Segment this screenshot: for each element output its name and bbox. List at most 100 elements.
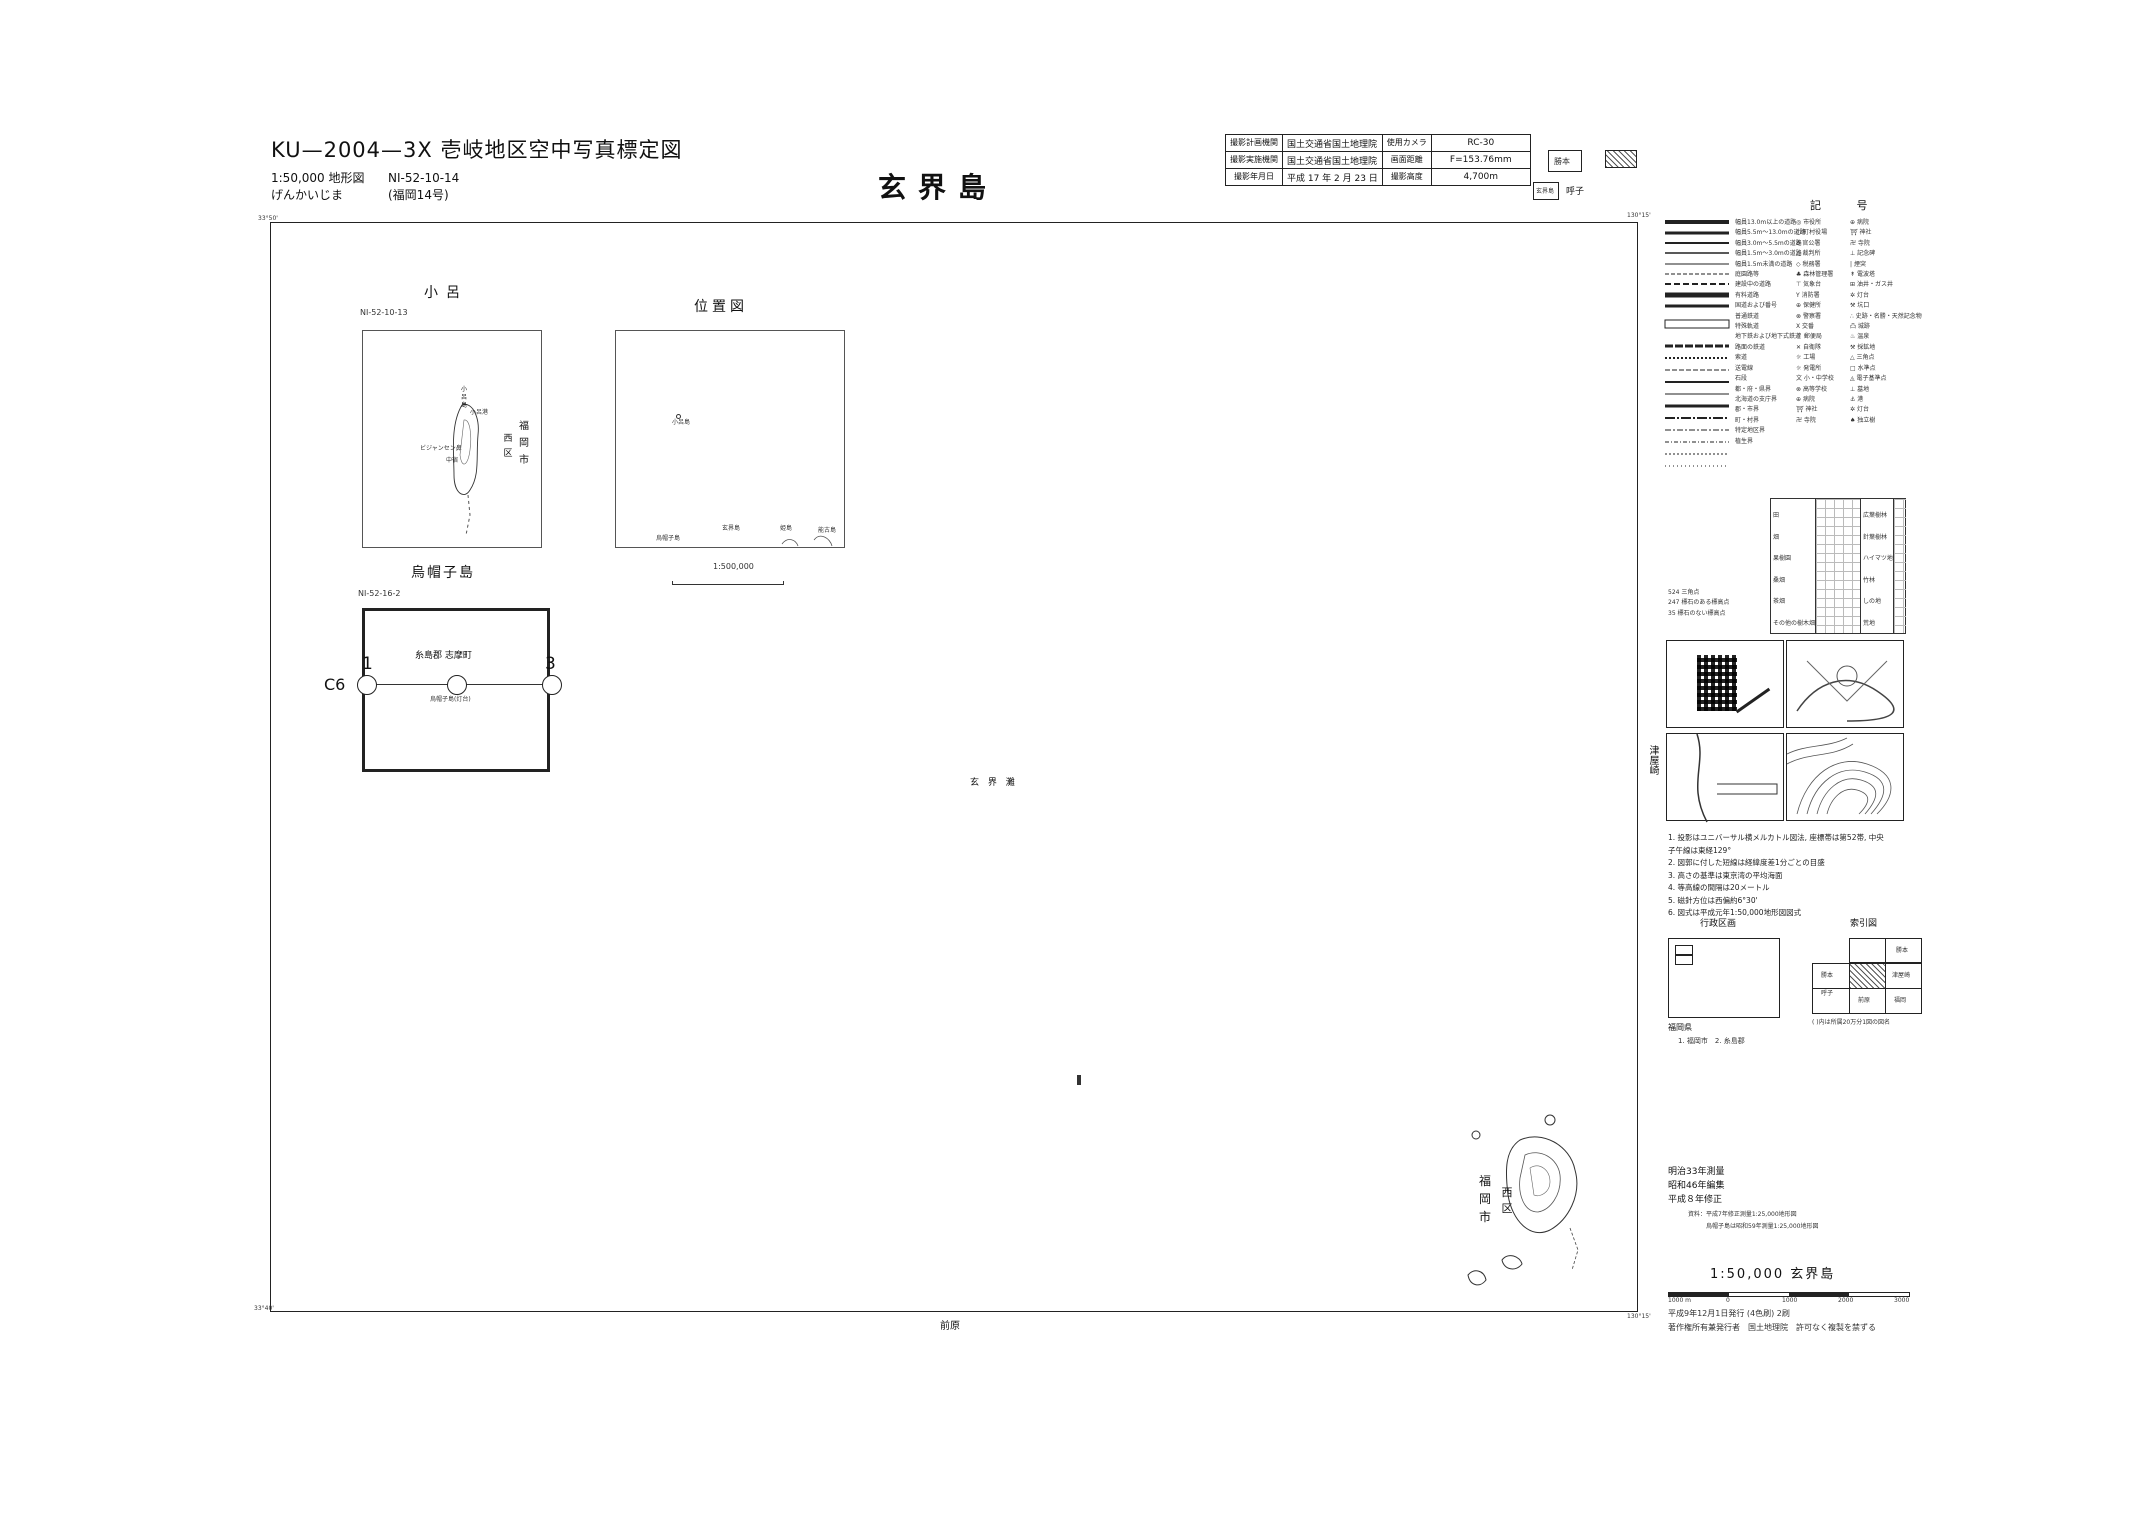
legend-item: 電波塔	[1856, 271, 1875, 279]
photo-center-2[interactable]	[447, 675, 467, 695]
legend-item: 官公署	[1802, 239, 1821, 247]
oro-code: NI-52-10-13	[360, 308, 408, 317]
legend-elevation: 524 三角点 247 標石のある標高点 35 標石のない標高点	[1668, 588, 1729, 619]
oro-char: 呂	[460, 394, 467, 401]
info-label: 画面距離	[1381, 151, 1432, 169]
photo-center-1[interactable]	[357, 675, 377, 695]
legend-item: 幅員1.5m未満の道路	[1735, 260, 1793, 268]
oro-city-label: 福 岡 市	[518, 418, 530, 469]
city-char: 福	[1478, 1174, 1491, 1188]
index-cell-label: 福岡	[1894, 997, 1907, 1004]
note-line: 5. 磁針方位は西偏約6°30'	[1668, 895, 1758, 905]
oro-char: 島	[460, 402, 467, 409]
legend-item: 路面の鉄道	[1735, 343, 1766, 351]
location-title: 位置図	[694, 299, 748, 315]
legend-item: 油井・ガス井	[1856, 281, 1893, 289]
legend-item: 町・村界	[1735, 416, 1760, 424]
info-label: 撮影年月日	[1225, 168, 1283, 186]
info-label: 撮影計画機関	[1225, 134, 1283, 152]
oro-inset-frame	[362, 330, 542, 548]
legend-item: 都・府・県界	[1735, 385, 1772, 393]
legend-item: 港	[1857, 395, 1864, 403]
city-char: 市	[1478, 1210, 1491, 1224]
right-adjacent-label: 津屋崎	[1645, 745, 1658, 780]
legend-item: 寺院	[1803, 416, 1816, 424]
info-label: 撮影実施機関	[1225, 151, 1283, 169]
legend-item: 市役所	[1803, 219, 1822, 226]
footer-issue: 平成9年12月1日発行 (4色刷) 2刷	[1668, 1309, 1790, 1318]
eboshi-title: 烏帽子島	[411, 565, 475, 581]
legend-item: 灯台	[1856, 291, 1869, 299]
legend-item: 城跡	[1857, 323, 1870, 331]
note-line: 6. 図式は平成元年1:50,000地形図図式	[1668, 908, 1802, 917]
index-cell-label: 呼子	[1821, 990, 1834, 997]
footer-publisher: 著作権所有兼発行者 国土地理院 許可なく複製を禁ずる	[1668, 1323, 1876, 1332]
scale-label: 1:50,000 地形図	[271, 171, 365, 185]
index-note: ( )内は所属20万分1図の図名	[1812, 1019, 1891, 1026]
info-value: 国土交通省国土地理院	[1282, 151, 1383, 169]
info-label: 使用カメラ	[1381, 134, 1432, 152]
admin-entries: 1. 福岡市 2. 糸島郡	[1678, 1037, 1745, 1045]
land-use-item: 田	[1773, 512, 1780, 519]
location-scalebar	[672, 581, 784, 585]
legend-item: 史跡・名勝・天然記念物	[1855, 312, 1922, 320]
land-use-item: その他の樹木畑	[1773, 619, 1816, 627]
footer-scale-name: 1:50,000 玄界島	[1710, 1267, 1836, 1282]
legend-road-list: 幅員13.0m以上の道路 幅員5.5m～13.0mの道路 幅員3.0m～5.5m…	[1735, 218, 1806, 447]
admin-title: 行政区画	[1700, 919, 1737, 929]
legend-item: 病院	[1856, 219, 1869, 226]
eboshi-town-label: 糸島郡 志摩町	[415, 651, 472, 661]
legend-title: 記 号	[1810, 199, 1884, 212]
legend-item: 35 標石のない標高点	[1668, 609, 1726, 617]
history-line: 平成８年修正	[1668, 1195, 1723, 1205]
scalebar-tick: 1000	[1782, 1297, 1798, 1304]
legend-item: 北海道の支庁界	[1735, 395, 1778, 403]
land-use-item: 茶畑	[1773, 598, 1786, 605]
note-line: 子午線は東経129°	[1668, 845, 1732, 855]
history-line: 昭和46年編集	[1668, 1181, 1725, 1191]
photo-center-3[interactable]	[542, 675, 562, 695]
location-inset-frame	[615, 330, 845, 548]
legend-item: 特殊軌道	[1735, 323, 1760, 331]
legend-item: 247 標石のある標高点	[1668, 599, 1730, 607]
photo-number-1: 1	[362, 654, 373, 674]
location-coastline	[781, 535, 833, 547]
legend-item: 特定地区界	[1735, 427, 1766, 435]
corner-coord: 33°40'	[254, 1305, 274, 1312]
sheet-code: NI-52-10-14	[388, 171, 460, 185]
legend-item: 送電線	[1735, 364, 1754, 372]
location-label: 玄界島	[722, 525, 741, 532]
legend-item: 森林管理署	[1803, 271, 1834, 279]
sample-terrain-tile	[1786, 640, 1904, 728]
genkai-ward-label: 西 区	[1500, 1185, 1514, 1217]
land-use-grid: 田 畑 果樹園 桑畑 茶畑 その他の樹木畑 広葉樹林 針葉樹林 ハイマツ地 竹林…	[1770, 498, 1906, 634]
info-value: F=153.76mm	[1430, 151, 1531, 169]
index-grid: 勝本 勝本 津屋崎 呼子 前原 福岡	[1812, 938, 1922, 1014]
footer-scalebar	[1668, 1292, 1910, 1297]
legend-item: 石段	[1735, 375, 1748, 383]
index-cell-label: 前原	[1858, 997, 1871, 1004]
adjacent-br-label: 呼子	[1566, 187, 1585, 197]
legend-road-symbols	[1664, 220, 1730, 467]
land-use-item: 広葉樹林	[1863, 512, 1888, 519]
oro-char: 市	[519, 455, 529, 466]
strip-label: C6	[324, 675, 346, 694]
legend-item: 独立樹	[1857, 416, 1876, 424]
land-use-item: 桑畑	[1773, 576, 1786, 584]
legend-item: 幅員13.0m以上の道路	[1735, 219, 1797, 226]
map-frame	[270, 222, 1638, 1312]
location-label: 姫島	[780, 525, 793, 532]
photo-number-3: 3	[545, 654, 556, 674]
oro-island-label: 小 呂 島	[460, 386, 468, 410]
note-line: 3. 高さの基準は東京湾の平均海面	[1668, 870, 1783, 880]
legend-item: 裁判所	[1802, 250, 1821, 258]
sheet-reading: げんかいじま	[271, 188, 344, 202]
history-line: 烏帽子島は昭和59年測量1:25,000地形図	[1706, 1223, 1819, 1230]
note-line: 4. 等高線の間隔は20メートル	[1668, 883, 1770, 892]
legend-item: 坑口	[1857, 302, 1870, 310]
legend-item: 三角点	[1856, 354, 1875, 362]
header-title: KU—2004—3X 壱岐地区空中写真標定図	[271, 138, 683, 162]
legend-item: 病院	[1802, 395, 1815, 403]
ward-char: 区	[1501, 1202, 1513, 1215]
corner-coord: 33°50'	[258, 215, 278, 222]
